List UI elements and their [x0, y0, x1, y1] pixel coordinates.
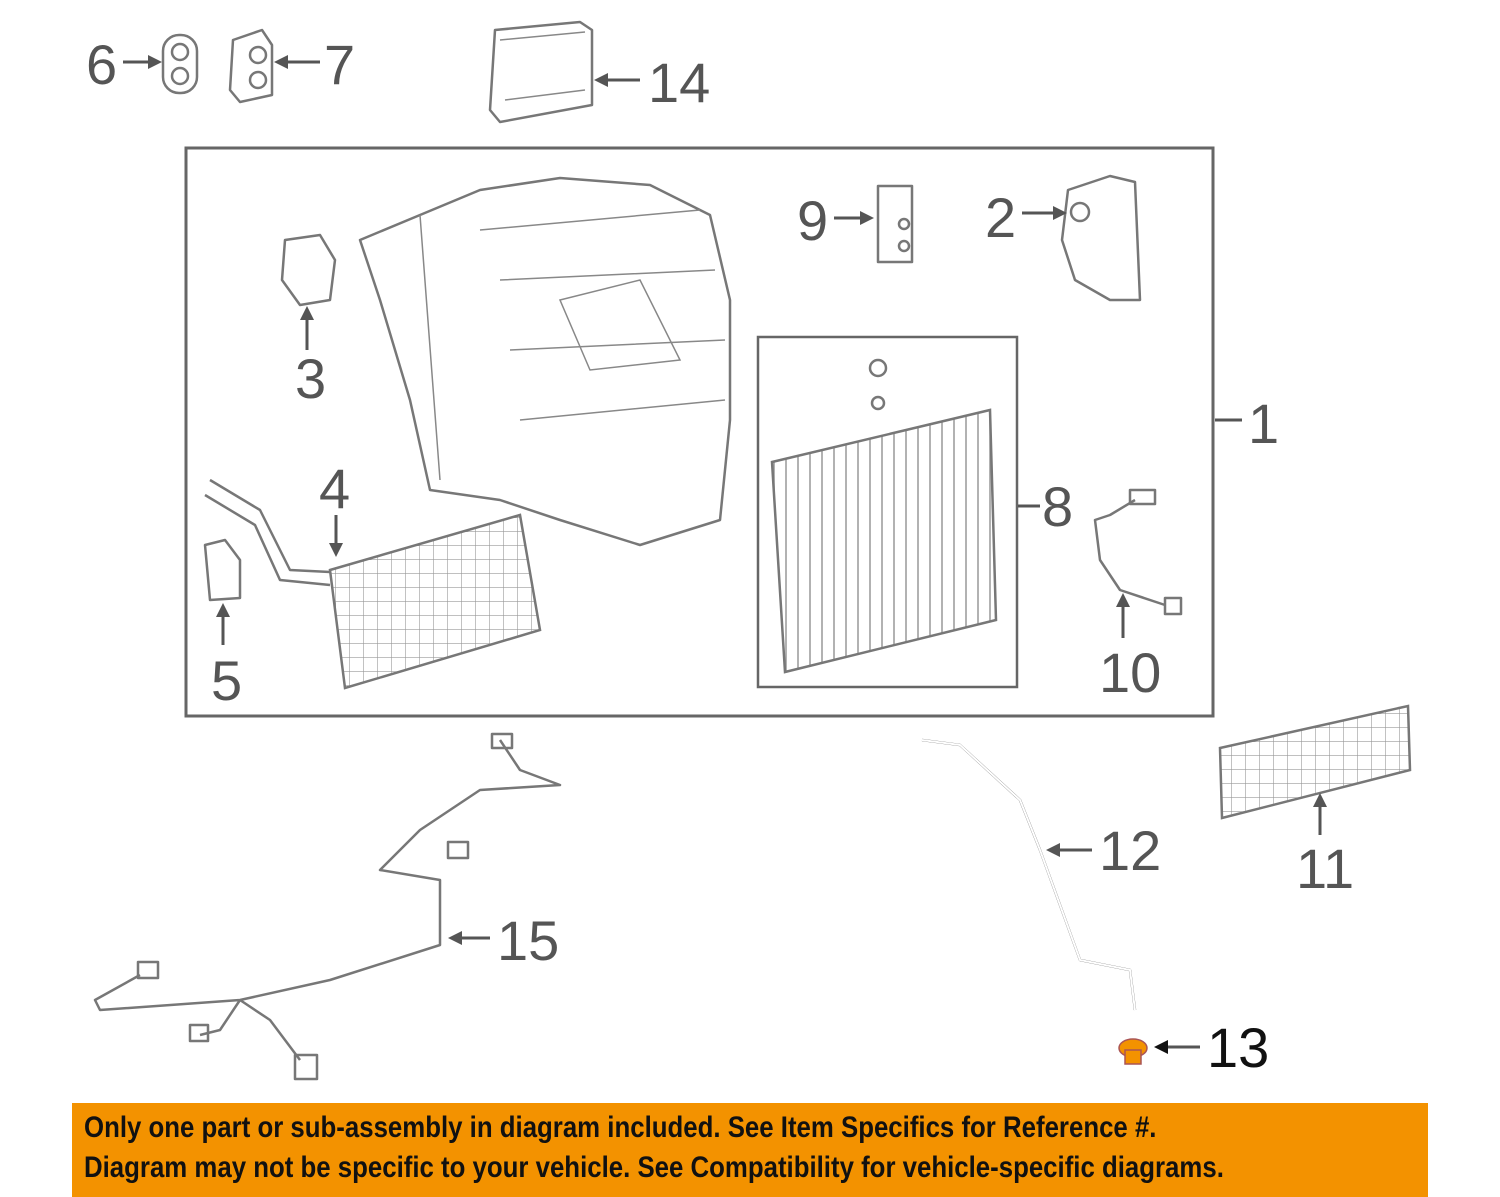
- part-7-seal: [228, 28, 274, 104]
- callout-3: 3: [295, 347, 326, 410]
- callout-13: 13: [1207, 1016, 1269, 1079]
- callout-8: 8: [1042, 475, 1073, 538]
- part-13-grommet: [1118, 1038, 1148, 1065]
- parts-diagram: 6 7 14 9 2 3 1 4 8 5 10 12 11 15 13: [86, 20, 1412, 1081]
- callout-1: 1: [1248, 392, 1279, 455]
- disclaimer-line-1: Only one part or sub-assembly in diagram…: [84, 1111, 1157, 1144]
- callout-14: 14: [648, 51, 710, 114]
- callout-4: 4: [319, 457, 350, 520]
- part-10-wire-harness: [1093, 488, 1183, 616]
- assembly-box: [184, 146, 1215, 718]
- part-3-resistor: [280, 233, 337, 307]
- part-8-evaporator: [770, 358, 998, 674]
- part-4-heater-core: [204, 478, 542, 690]
- callout-7: 7: [324, 33, 355, 96]
- leader-arrows: [123, 55, 1327, 1054]
- callout-10: 10: [1099, 641, 1161, 704]
- part-housing: [358, 176, 732, 547]
- part-2-actuator: [1060, 174, 1142, 302]
- callout-12: 12: [1099, 819, 1161, 882]
- disclaimer-line-2: Diagram may not be specific to your vehi…: [84, 1151, 1224, 1184]
- callout-5: 5: [211, 649, 242, 712]
- part-12-drain-hose: [921, 738, 1137, 1011]
- evaporator-box: [756, 335, 1019, 689]
- part-14-control-module: [488, 20, 594, 124]
- part-5-bracket: [203, 538, 242, 602]
- part-6-grommet: [161, 33, 199, 95]
- callout-15: 15: [497, 909, 559, 972]
- callout-9: 9: [797, 189, 828, 252]
- part-11-cabin-filter: [1218, 704, 1412, 820]
- callout-11: 11: [1296, 837, 1354, 900]
- callout-2: 2: [985, 186, 1016, 249]
- callout-6: 6: [86, 33, 117, 96]
- part-15-wire-harness: [93, 732, 562, 1081]
- disclaimer-banner: Only one part or sub-assembly in diagram…: [72, 1103, 1428, 1197]
- part-9-expansion-valve: [876, 184, 914, 264]
